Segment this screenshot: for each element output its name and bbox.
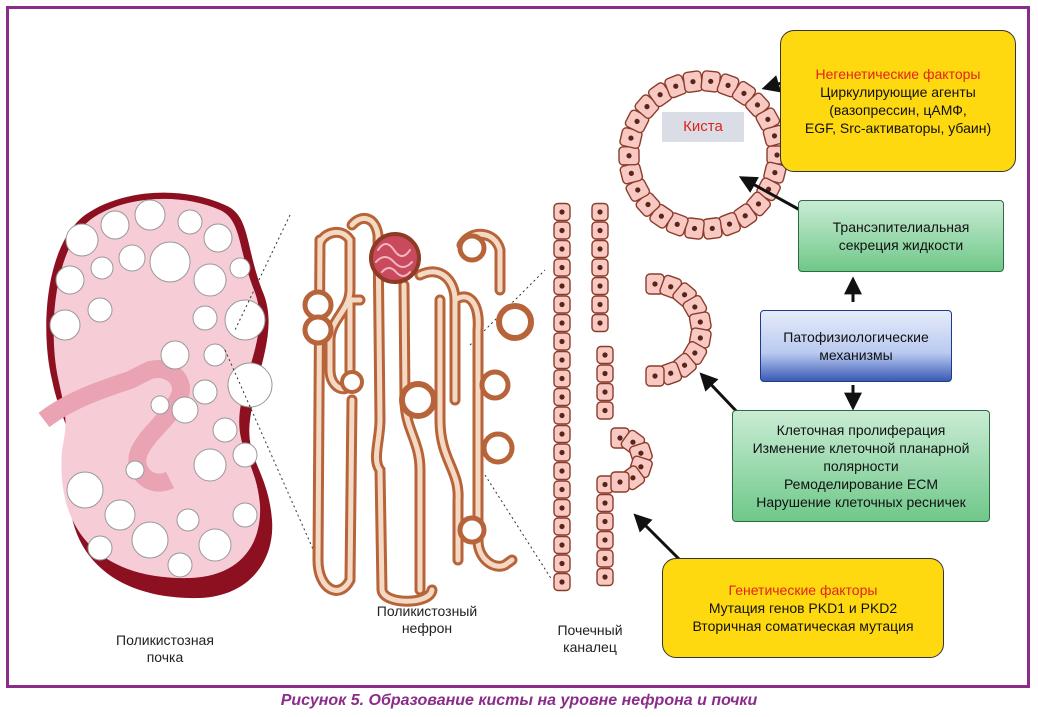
- epithelial-cell: [618, 146, 640, 166]
- epithelial-cell: [596, 345, 614, 365]
- cyst-label: Киста: [662, 112, 744, 142]
- genetic-factors-box: Генетические факторы Мутация генов PKD1 …: [662, 558, 944, 658]
- epithelial-cell: [553, 424, 571, 444]
- epithelial-cell: [553, 572, 571, 592]
- nongenetic-line: Циркулирующие агенты: [820, 84, 976, 100]
- epithelial-cell: [718, 211, 742, 237]
- mechanisms-line: механизмы: [819, 347, 893, 363]
- epithelial-cell: [591, 295, 609, 314]
- epithelial-cell: [553, 517, 571, 536]
- epithelial-cell: [553, 332, 571, 351]
- tubule-label-line: Почечный: [557, 622, 623, 638]
- epithelial-cell: [553, 480, 571, 499]
- epithelial-cell: [553, 387, 571, 407]
- proliferation-line: Клеточная пролиферация: [776, 422, 946, 438]
- epithelial-cell: [553, 406, 571, 425]
- nephron-label-line: Поликистозный: [376, 603, 478, 619]
- zoom-line: [234, 214, 291, 331]
- kidney-label: Поликистозная почка: [90, 632, 240, 666]
- nongenetic-line: (вазопрессин, цАМФ,: [829, 102, 967, 118]
- fluid-secretion-box: Трансэпителиальная секреция жидкости: [798, 200, 1004, 272]
- zoom-line: [484, 474, 553, 581]
- proliferation-line: Ремоделирование ECM: [783, 476, 939, 492]
- epithelial-cell: [596, 382, 614, 402]
- epithelial-cell: [619, 127, 643, 150]
- cyst-rings: [610, 70, 788, 493]
- polycystic-nephron: [302, 213, 534, 607]
- cell-proliferation-box: Клеточная пролиферация Изменение клеточн…: [732, 410, 990, 522]
- pathophysiology-box: Патофизиологические механизмы: [760, 310, 952, 382]
- renal-tubule: [553, 202, 614, 592]
- epithelial-cell: [553, 461, 571, 481]
- nongenetic-factors-box: Негенетические факторы Циркулирующие аге…: [780, 30, 1016, 172]
- epithelial-cell: [553, 258, 571, 277]
- nongenetic-line: EGF, Src-активаторы, убаин): [804, 120, 992, 136]
- epithelial-cell: [553, 498, 571, 518]
- epithelial-cell: [596, 549, 614, 568]
- figure-caption: Рисунок 5. Образование кисты на уровне н…: [280, 692, 758, 709]
- mechanisms-line: Патофизиологические: [783, 329, 929, 345]
- secretion-line: Трансэпителиальная: [832, 219, 970, 235]
- nephron-label: Поликистозный нефрон: [352, 603, 502, 637]
- epithelial-cell: [596, 364, 614, 383]
- tubule-label: Почечный каналец: [535, 622, 645, 656]
- epithelial-cell: [553, 443, 571, 462]
- polycystic-kidney: [38, 192, 273, 599]
- genetic-line: Мутация генов PKD1 и PKD2: [708, 600, 898, 616]
- kidney-label-line: почка: [146, 649, 184, 665]
- epithelial-cell: [682, 70, 704, 94]
- epithelial-cell: [596, 530, 614, 550]
- epithelial-cell: [553, 535, 571, 555]
- proliferation-line: Изменение клеточной планарной: [752, 440, 970, 456]
- proliferation-line: Нарушение клеточных ресничек: [756, 494, 966, 510]
- epithelial-cell: [684, 217, 705, 240]
- epithelial-cell: [591, 202, 609, 222]
- epithelial-cell: [596, 512, 614, 531]
- epithelial-cell: [553, 350, 571, 370]
- epithelial-cell: [553, 202, 571, 222]
- nongenetic-title: Негенетические факторы: [815, 66, 981, 82]
- epithelial-cell: [610, 471, 630, 493]
- epithelial-cell: [596, 493, 614, 513]
- arrows: [633, 75, 862, 562]
- epithelial-cell: [701, 217, 723, 240]
- proliferation-line: полярности: [823, 458, 899, 474]
- epithelial-cell: [553, 239, 571, 259]
- epithelial-cell: [591, 221, 609, 240]
- epithelial-cell: [553, 313, 571, 333]
- epithelial-cell: [596, 401, 614, 420]
- tubule-label-line: каналец: [563, 639, 617, 655]
- kidney-label-line: Поликистозная: [116, 632, 214, 648]
- epithelial-cell: [591, 258, 609, 277]
- epithelial-cell: [591, 313, 609, 333]
- epithelial-cell: [553, 369, 571, 388]
- epithelial-cell: [591, 276, 609, 296]
- epithelial-cell: [553, 554, 571, 573]
- figure-frame: [6, 6, 1030, 688]
- secretion-line: секреция жидкости: [838, 237, 964, 253]
- epithelial-cell: [645, 365, 665, 387]
- epithelial-cell: [596, 567, 614, 587]
- epithelial-cell: [553, 295, 571, 314]
- zoom-line: [224, 349, 321, 566]
- epithelial-cell: [553, 276, 571, 296]
- genetic-line: Вторичная соматическая мутация: [692, 618, 914, 634]
- genetic-title: Генетические факторы: [728, 582, 878, 598]
- epithelial-cell: [763, 161, 787, 184]
- epithelial-cell: [553, 221, 571, 240]
- epithelial-cell: [591, 239, 609, 259]
- epithelial-cell: [596, 475, 614, 494]
- epithelial-cell: [619, 162, 644, 185]
- nephron-label-line: нефрон: [401, 620, 453, 636]
